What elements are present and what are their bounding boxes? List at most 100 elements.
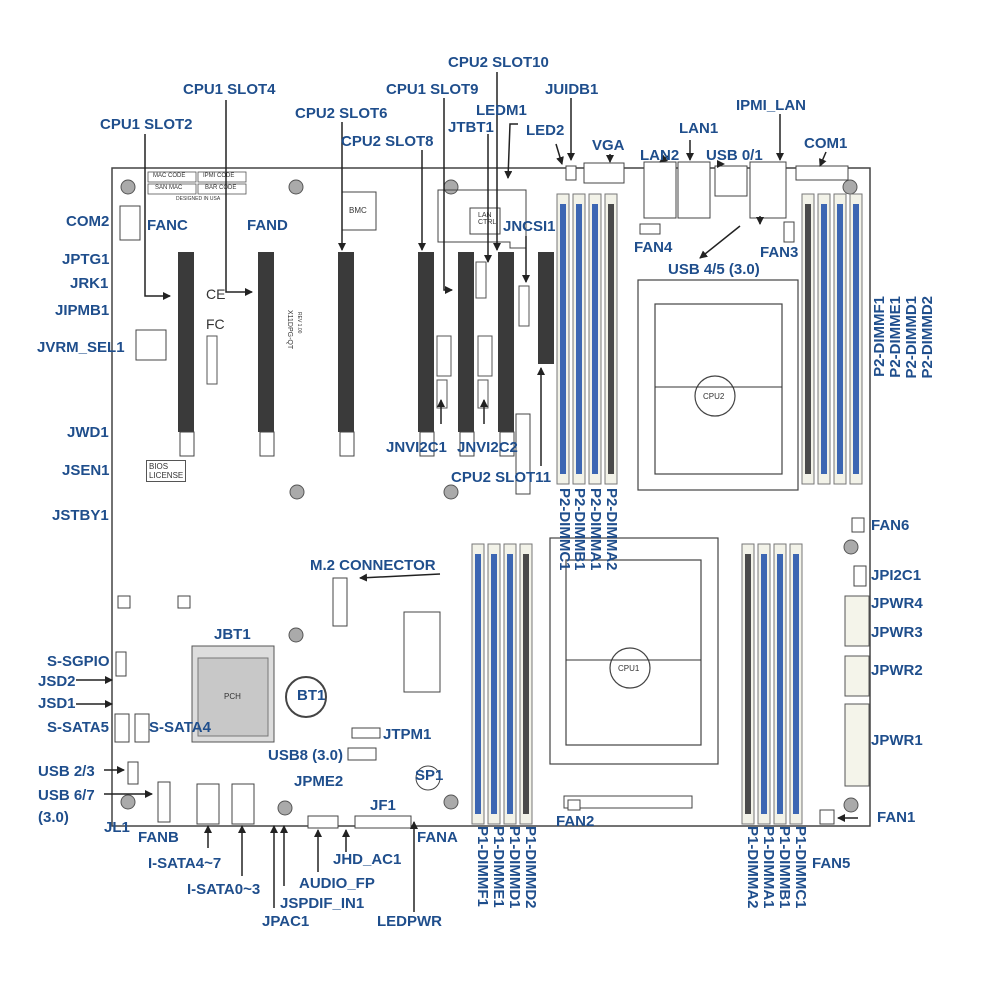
label-ledpwr: LEDPWR (377, 913, 442, 930)
label-com1: COM1 (804, 135, 848, 152)
label-jf1: JF1 (370, 797, 396, 814)
p1-dimm-right-slot-0-contact (745, 554, 751, 814)
pch-chip (197, 657, 269, 737)
bar-code-text: BAR CODE (205, 185, 237, 191)
label-jpme2: JPME2 (294, 773, 344, 790)
p1-dimm-left-slot-2-contact (507, 554, 513, 814)
lan-area (437, 189, 527, 249)
pcie-slot-tabs (179, 413, 531, 495)
label-p1-dimmd2: P1-DIMMD2 (522, 826, 539, 909)
label-fanb: FANB (138, 829, 179, 846)
label-fan6: FAN6 (871, 517, 910, 534)
rear-io (565, 161, 849, 243)
p2-dimm-right-slot-1-contact (821, 204, 827, 474)
label-cpu2-slot8: CPU2 SLOT8 (341, 133, 434, 150)
label-jsd1: JSD1 (38, 695, 76, 712)
headers (114, 205, 867, 829)
cpu2-chip-label: CPU2 (703, 392, 725, 401)
p2-dimm-right-slot-0-contact (805, 204, 811, 474)
bios-license-label: BIOS LICENSE (146, 460, 187, 482)
label-s-sata4: S-SATA4 (149, 719, 211, 736)
label-lan1: LAN1 (679, 120, 719, 137)
label-s-sata5: S-SATA5 (47, 719, 109, 736)
label-fanc: FANC (147, 217, 188, 234)
label-jnvi2c1: JNVI2C1 (386, 439, 447, 456)
label-p1-dimmf1: P1-DIMMF1 (474, 826, 491, 907)
label-p1-dimmb1: P1-DIMMB1 (776, 826, 793, 909)
m2-slot (332, 577, 348, 627)
label-cpu1-slot2: CPU1 SLOT2 (100, 116, 193, 133)
model-text: X11DPG-QT (286, 310, 293, 350)
label-bt1: BT1 (297, 687, 326, 704)
p1-dimm-left-slot-3-contact (523, 554, 529, 814)
cpu1-socket (549, 537, 719, 765)
p2-dimm-right-slot-3-contact (853, 204, 859, 474)
lan-ctrl-chip (469, 207, 501, 235)
p1-dimm-left-slot-1-contact (491, 554, 497, 814)
label-p2-dimme1: P2-DIMME1 (887, 296, 904, 378)
label-fan5: FAN5 (812, 855, 851, 872)
pcie-slots (178, 252, 554, 432)
label-p2-dimmf1: P2-DIMMF1 (871, 296, 888, 377)
label-cpu1-slot9: CPU1 SLOT9 (386, 81, 479, 98)
label-p2-dimmc1: P2-DIMMC1 (556, 488, 573, 571)
label-fan2: FAN2 (556, 813, 595, 830)
label-p1-dimma1: P1-DIMMA1 (760, 826, 777, 909)
label-ipmi-lan: IPMI_LAN (736, 97, 807, 114)
speaker (415, 765, 441, 791)
pch-chip-label: PCH (224, 692, 241, 701)
san-mac-text: SAN MAC (155, 185, 183, 191)
label-jnvi2c2: JNVI2C2 (457, 439, 518, 456)
power-connectors (844, 595, 870, 787)
label-cpu1-slot4: CPU1 SLOT4 (183, 81, 276, 98)
label-jstby1: JSTBY1 (52, 507, 109, 524)
label-p1-dimmc1: P1-DIMMC1 (792, 826, 809, 909)
label-p2-dimma2: P2-DIMMA2 (603, 488, 620, 571)
p2-dimm-left-slot-2-contact (592, 204, 598, 474)
label-jhd-ac1: JHD_AC1 (333, 851, 402, 868)
label-audio-fp: AUDIO_FP (299, 875, 375, 892)
label-i-sata4-7: I-SATA4~7 (148, 855, 222, 872)
ce-mark: CE (206, 286, 226, 302)
label-jpi2c1: JPI2C1 (871, 567, 922, 584)
code-label-boxes (147, 171, 247, 195)
lan-ctrl-label: LAN CTRL (478, 212, 497, 226)
label-jvrm-sel1: JVRM_SEL1 (37, 339, 125, 356)
label-jpac1: JPAC1 (262, 913, 310, 930)
battery (285, 676, 327, 718)
label-com2: COM2 (66, 213, 110, 230)
p2-dimm-right-slot-2-contact (837, 204, 843, 474)
bmc-label: BMC (349, 206, 367, 215)
label-usb67: USB 6/7 (38, 787, 95, 804)
label-jsd2: JSD2 (38, 673, 76, 690)
p2-dimm-left-slot-1-contact (576, 204, 582, 474)
label-cpu2-slot6: CPU2 SLOT6 (295, 105, 388, 122)
label-s-sgpio: S-SGPIO (47, 653, 110, 670)
p1-dimm-right-slot-1-contact (761, 554, 767, 814)
label-juidb1: JUIDB1 (545, 81, 599, 98)
label-vga: VGA (592, 137, 625, 154)
label-jwd1: JWD1 (67, 424, 109, 441)
label-jpwr4: JPWR4 (871, 595, 923, 612)
cpu1-chip-label: CPU1 (618, 664, 640, 673)
mac-code-text: MAC CODE (153, 173, 186, 179)
label-usb45: USB 4/5 (3.0) (668, 261, 760, 278)
label-jtpm1: JTPM1 (383, 726, 432, 743)
label-fand: FAND (247, 217, 288, 234)
label-p1-dimme1: P1-DIMME1 (490, 826, 507, 908)
designed-in-usa-text: DESIGNED IN USA (176, 196, 221, 202)
label-fan4: FAN4 (634, 239, 673, 256)
label-i-sata0-3: I-SATA0~3 (187, 881, 261, 898)
label-m2-connector: M.2 CONNECTOR (310, 557, 436, 574)
label-p1-dimmd1: P1-DIMMD1 (506, 826, 523, 909)
p1-dimm-right-slot-2-contact (777, 554, 783, 814)
bmc-chip (341, 191, 377, 231)
label-lan2: LAN2 (640, 147, 680, 164)
label-usb23: USB 2/3 (38, 763, 95, 780)
label-led2: LED2 (526, 122, 565, 139)
label-usb8: USB8 (3.0) (268, 747, 344, 764)
label-jptg1: JPTG1 (62, 251, 110, 268)
